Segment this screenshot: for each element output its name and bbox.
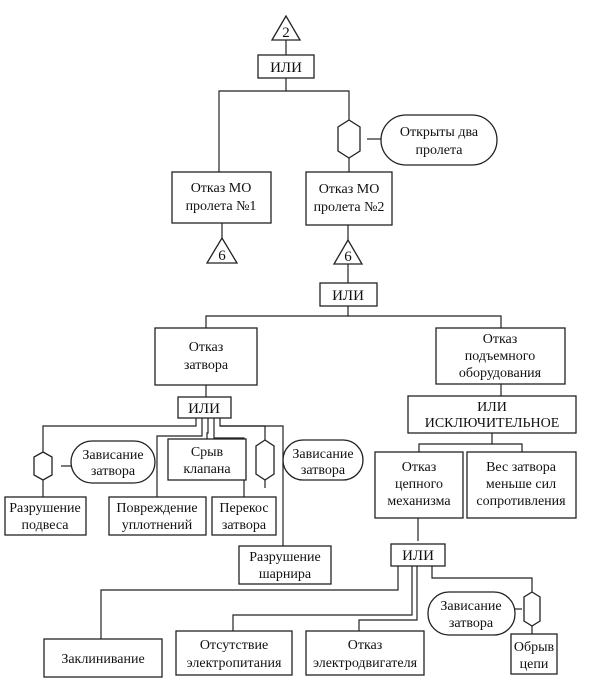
event-weight-line-3: сопротивления: [476, 494, 566, 509]
event-mo-span-2-line-2: пролета №2: [314, 200, 385, 215]
event-seal-line-1: Повреждение: [116, 501, 197, 516]
event-lift-failure-line-3: оборудования: [459, 366, 542, 381]
event-chain-mechanism-failure: Отказ цепного механизма: [374, 451, 464, 519]
condition-two-spans-line-1: Открыты два: [400, 125, 479, 140]
event-chain-mech-line-2: цепного: [395, 477, 443, 492]
or-gate-top: ИЛИ: [257, 54, 315, 79]
event-suspension-line-2: подвеса: [22, 518, 70, 533]
event-lift-failure-line-1: Отказ: [483, 332, 518, 347]
condition-hang-b-line-2: затвора: [301, 463, 346, 478]
condition-hang-b: Зависание затвора: [282, 439, 364, 481]
event-weight-line-2: меньше сил: [486, 477, 556, 492]
transfer-triangle-top: 2: [270, 14, 302, 41]
condition-hang-a-line-1: Зависание: [82, 448, 143, 463]
event-hinge-line-1: Разрушение: [249, 550, 321, 565]
event-suspension-line-1: Разрушение: [9, 501, 81, 516]
event-mo-span-1-line-1: Отказ МО: [191, 181, 252, 196]
event-gate-failure-line-2: затвора: [184, 358, 229, 373]
event-no-power: Отсутствие электропитания: [175, 630, 293, 676]
or-gate-3-label: ИЛИ: [188, 401, 220, 417]
transfer-label-mo1: 6: [218, 248, 226, 264]
xor-gate-line-2: ИСКЛЮЧИТЕЛЬНОЕ: [425, 416, 560, 431]
event-hinge-destruction: Разрушение шарнира: [238, 545, 332, 585]
event-no-power-line-2: электропитания: [187, 656, 282, 671]
event-chain-mech-line-3: механизма: [387, 494, 451, 509]
xor-gate-line-1: ИЛИ: [477, 400, 507, 415]
condition-two-spans-line-2: пролета: [415, 143, 463, 158]
condition-hang-a-line-2: затвора: [91, 464, 136, 479]
event-skew-line-1: Перекос: [219, 501, 268, 516]
event-motor-line-1: Отказ: [348, 638, 383, 653]
event-lift-failure-line-2: подъемного: [465, 349, 535, 364]
event-chain-break: Обрыв цепи: [510, 633, 558, 675]
event-mo-span-2-line-1: Отказ МО: [319, 182, 380, 197]
or-gate-4-label: ИЛИ: [402, 548, 434, 564]
event-skew-line-2: затвора: [222, 518, 267, 533]
event-gate-weight: Вес затвора меньше сил сопротивления: [466, 451, 577, 519]
transfer-label-mo2: 6: [344, 249, 352, 265]
condition-hang-c: Зависание затвора: [427, 591, 516, 636]
event-no-power-line-1: Отсутствие: [200, 638, 268, 653]
event-jamming-label: Заклинивание: [61, 652, 144, 667]
transfer-label-top: 2: [282, 25, 290, 41]
event-chain-mech-line-1: Отказ: [402, 460, 437, 475]
event-chain-break-line-1: Обрыв: [514, 640, 555, 655]
event-mo-span-2: Отказ МО пролета №2: [305, 171, 393, 226]
inhibit-hexagon-suspension: [33, 451, 53, 481]
condition-hang-b-line-1: Зависание: [292, 447, 353, 462]
event-seal-line-2: уплотнений: [122, 518, 193, 533]
event-motor-line-2: электродвигателя: [313, 656, 418, 671]
or-gate-4: ИЛИ: [390, 543, 446, 567]
event-jamming: Заклинивание: [43, 638, 163, 678]
xor-gate: ИЛИ ИСКЛЮЧИТЕЛЬНОЕ: [407, 395, 577, 434]
connector-lines: [42, 40, 533, 639]
condition-hang-c-line-2: затвора: [449, 616, 494, 631]
event-gate-failure-line-1: Отказ: [189, 340, 224, 355]
event-valve-break: Срыв клапана: [167, 438, 247, 481]
event-mo-span-1-line-2: пролета №1: [186, 199, 257, 214]
event-seal-damage: Повреждение уплотнений: [108, 496, 207, 536]
event-weight-line-1: Вес затвора: [486, 460, 557, 475]
event-gate-skew: Перекос затвора: [211, 496, 277, 536]
condition-hang-a: Зависание затвора: [70, 440, 156, 484]
condition-two-spans: Открыты два пролета: [380, 114, 498, 166]
condition-hang-c-line-1: Зависание: [440, 599, 501, 614]
or-gate-2-label: ИЛИ: [332, 288, 364, 304]
or-gate-3: ИЛИ: [177, 396, 232, 419]
transfer-triangle-mo1: 6: [205, 236, 239, 264]
inhibit-hexagon-top: [337, 119, 361, 159]
inhibit-hexagon-chain: [523, 591, 541, 627]
event-valve-break-line-2: клапана: [183, 462, 231, 477]
event-valve-break-line-1: Срыв: [191, 445, 224, 460]
event-lift-failure: Отказ подъемного оборудования: [435, 327, 566, 385]
event-gate-failure: Отказ затвора: [154, 327, 258, 386]
event-chain-break-line-2: цепи: [520, 657, 549, 672]
event-mo-span-1: Отказ МО пролета №1: [171, 171, 272, 224]
or-gate-top-label: ИЛИ: [270, 60, 302, 76]
transfer-triangle-mo2: 6: [332, 238, 364, 265]
or-gate-2: ИЛИ: [319, 282, 378, 307]
event-motor-failure: Отказ электродвигателя: [305, 630, 425, 676]
event-hinge-line-2: шарнира: [259, 567, 312, 582]
event-suspension-destruction: Разрушение подвеса: [4, 496, 87, 536]
inhibit-hexagon-hinge: [255, 439, 275, 481]
